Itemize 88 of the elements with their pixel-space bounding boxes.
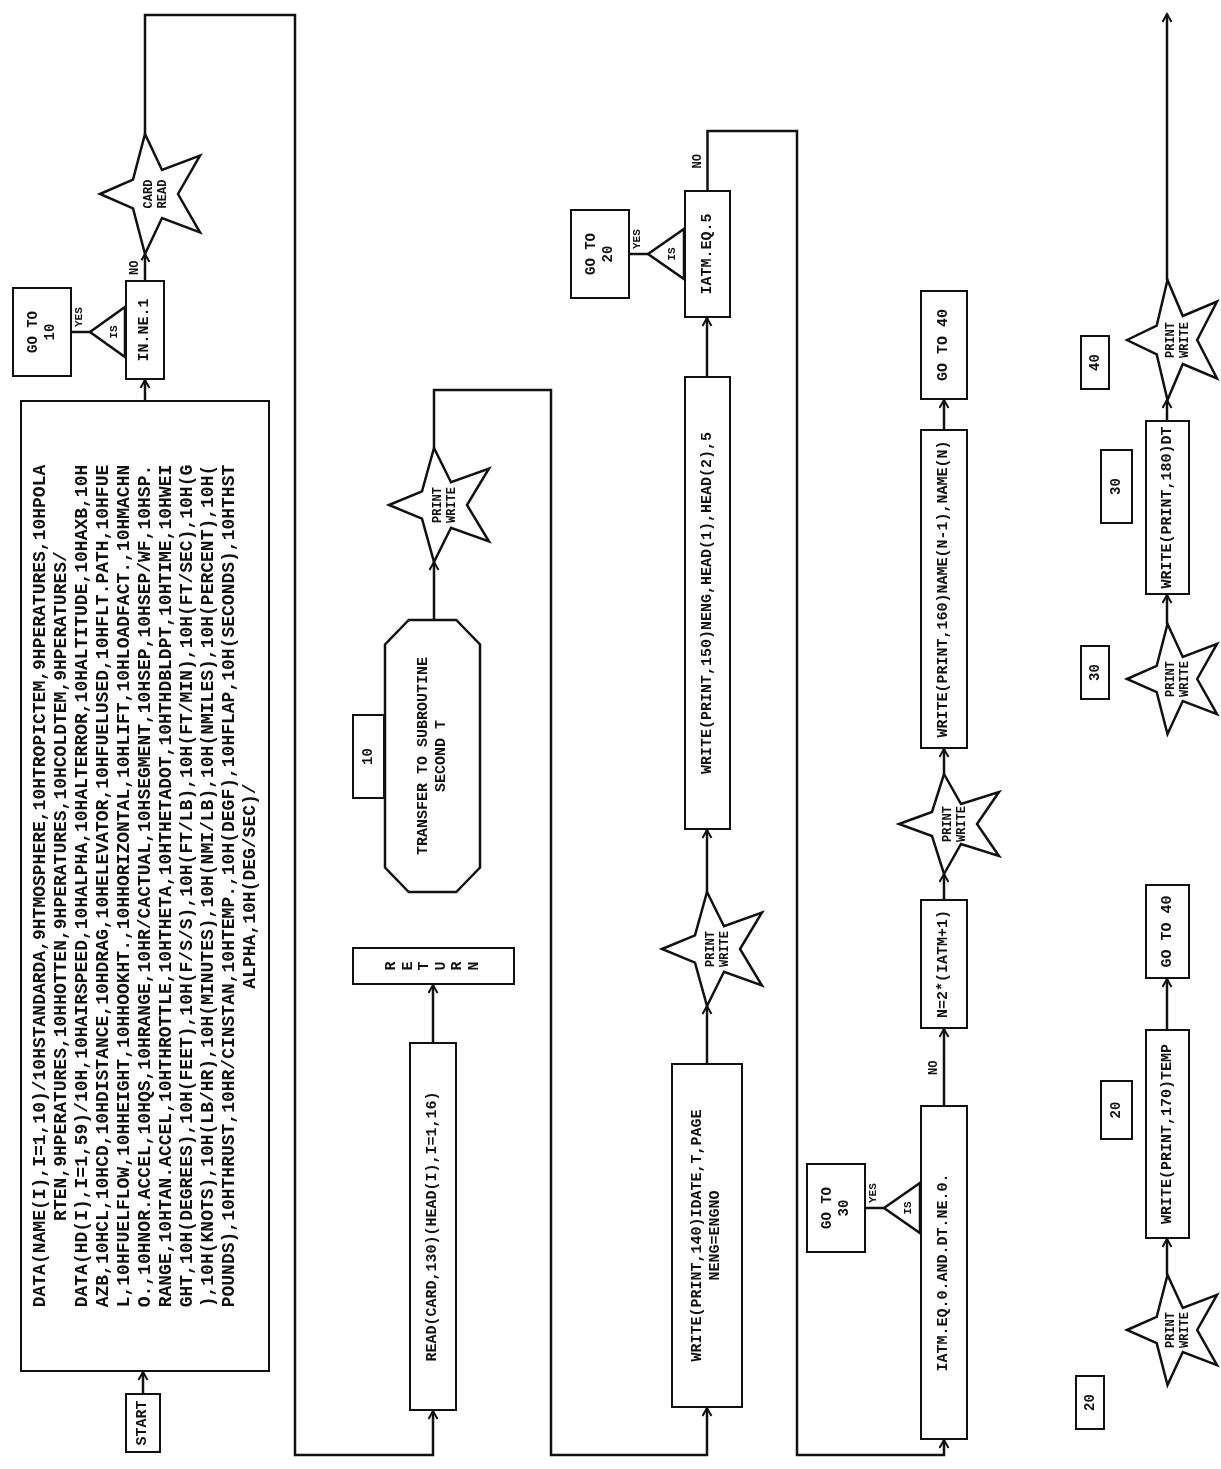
arrow (139, 253, 151, 280)
statement-number-box (1075, 1375, 1105, 1430)
print-star (1127, 280, 1217, 400)
goto-box (12, 287, 72, 377)
statement-text: START (134, 1400, 152, 1446)
statement-number-box (352, 714, 385, 799)
decision-triangle (90, 307, 125, 357)
arrow (427, 984, 439, 1042)
statement-text: GO TO 40 (1158, 895, 1177, 968)
statement-text: 10 (360, 748, 377, 765)
statement-number-box (1100, 1080, 1133, 1140)
statement-text: N=2*(IATM+1) (935, 910, 953, 1018)
arrow (1161, 594, 1173, 624)
statement-number-box (1100, 449, 1133, 524)
arrow (1161, 1238, 1173, 1275)
statement-text: IS (902, 1201, 916, 1215)
subroutine-octagon (385, 620, 480, 892)
statement-text: PRINT WRITE (430, 486, 460, 525)
arrow (137, 1371, 149, 1393)
print-star (100, 134, 200, 254)
statement-text: IS (107, 325, 121, 339)
process-box (1145, 884, 1190, 979)
statement-text: WRITE(PRINT,170)TEMP (1158, 1044, 1177, 1224)
arrow (143, 13, 439, 1457)
arrow (938, 399, 950, 429)
statement-text: IN.NE.1 (136, 298, 154, 362)
decision-triangle (648, 229, 684, 279)
statement-text: PRINT WRITE (1163, 660, 1193, 699)
process-box (671, 1063, 743, 1408)
statement-text: TRANSFER TO SUBROUTINE SECOND T (414, 656, 451, 858)
statement-text: NENG=ENGNO (707, 1190, 725, 1281)
arrow (938, 873, 950, 899)
arrow (1161, 978, 1173, 1029)
statement-text: WRITE(PRINT,140)IDATE,T,PAGE (689, 1109, 707, 1362)
print-star (389, 448, 489, 562)
arrow (139, 379, 151, 400)
arrow (938, 1028, 950, 1105)
process-box (920, 290, 968, 400)
statement-text: GO TO 40 (935, 309, 953, 381)
arrow (432, 388, 713, 1457)
process-box (920, 899, 968, 1029)
process-box (920, 429, 968, 749)
arrow (706, 129, 950, 1457)
statement-text: PRINT WRITE (703, 930, 733, 969)
statement-text: DATA(HD(I),I=1,59)/10H,10HAIRSPEED,10HALPHA,10HALTERROR,10HALTITUDE,10HAXB,10H AZB,10HCL,10HCD,10HDISTANCE,10HDRAG,10HELEVATOR,10HFUELUSED,10HFLT.PATH,10HFUE L,10HFUELFLOW,10HHEIGHT,10HHOOKHT.,10HHORIZONTAL,10HLIFT,10HLOADFACT.,10HMACHN O.,10HNOR.ACCEL,10HQS,10HRANGE,10HR/CACTUAL,10HSEGMENT,10HSEP,10HSEP/WF,10HSP. RANGE,10HTAN.ACCEL,10HTHROTTLE,10HTHETA,10HTHETADOT,10HTHDBLDPT,10HTIME,10HWEI GHT,10H(DEGREES),10H(FEET),10H(F/S/S),10H(FT/LB),10H(FT/MIN),10H(FT/SEC),10H(G ),10H(KNOTS),10H(LB/HR),10H(MINUTES),10H(NMI/LB),10H(NMILES),10H(PERCENT),10H( POUNDS),10HTHRUST,10HR/CINSTAN,10HTEMP.,10H(DEGF),10HFLAP,10H(SECONDS),10HTHST ALPHA,10H(DEG/SEC)/ (71, 463, 261, 1310)
statement-number-box (1080, 645, 1110, 700)
statement-text: IS (666, 247, 680, 261)
statement-text: GO TO 20 (583, 232, 617, 277)
goto-box (570, 209, 630, 299)
edge-label: NO (128, 259, 142, 276)
statement-text: 30 (1086, 664, 1104, 681)
data-statement-box (20, 400, 270, 1372)
process-box (1145, 420, 1190, 595)
statement-text: DATA(NAME(I),I=1,10)/10HSTANDARDA,9HTMOSPHERE,10HTROPICTEM,9HPERATURES,10HPOLA RTEN,9HPERATURES,10HHOTTEN,9HPERATURES,10HCOLDTEM,9HPERATURES/ (29, 463, 72, 1310)
goto-box (806, 1163, 866, 1253)
statement-text: RETURN (384, 960, 483, 973)
process-box (684, 376, 731, 830)
statement-text: 20 (1081, 1394, 1099, 1411)
statement-text: IATM.EQ.0.AND.DT.NE.0. (935, 1173, 953, 1372)
decision-triangle (884, 1183, 920, 1233)
statement-text: 30 (1108, 478, 1125, 495)
statement-number-box (1080, 335, 1110, 390)
process-box (409, 1042, 457, 1411)
statement-text: CARD READ (141, 178, 171, 211)
statement-text: PRINT WRITE (1163, 321, 1193, 360)
statement-text: IATM.EQ.5 (698, 213, 717, 295)
arrow (1161, 399, 1173, 420)
statement-text: WRITE(PRINT,150)NENG,HEAD(1),HEAD(2),5 (698, 431, 717, 775)
statement-text: WRITE(PRINT,160)NAME(N-1),NAME(N) (935, 440, 953, 738)
statement-text: READ(CARD,130)(HEAD(I),I=1,16) (424, 1091, 442, 1362)
arrow (1161, 13, 1173, 280)
process-box (125, 1393, 161, 1453)
arrow (938, 748, 950, 774)
statement-text: PRINT WRITE (940, 805, 970, 844)
statement-text: PRINT WRITE (1163, 1311, 1193, 1350)
arrow (701, 1005, 713, 1063)
arrow (428, 561, 440, 620)
statement-text: 40 (1086, 354, 1104, 371)
print-star (662, 892, 762, 1006)
statement-text: 20 (1108, 1101, 1125, 1119)
process-box (1145, 1029, 1190, 1239)
statement-text: WRITE(PRINT,180)DT (1158, 426, 1177, 589)
arrow (701, 317, 713, 376)
return-box (352, 947, 515, 985)
process-box (125, 280, 165, 380)
statement-text: GO TO 10 (25, 310, 59, 355)
statement-text: GO TO 30 (819, 1186, 853, 1231)
arrow (701, 829, 713, 892)
